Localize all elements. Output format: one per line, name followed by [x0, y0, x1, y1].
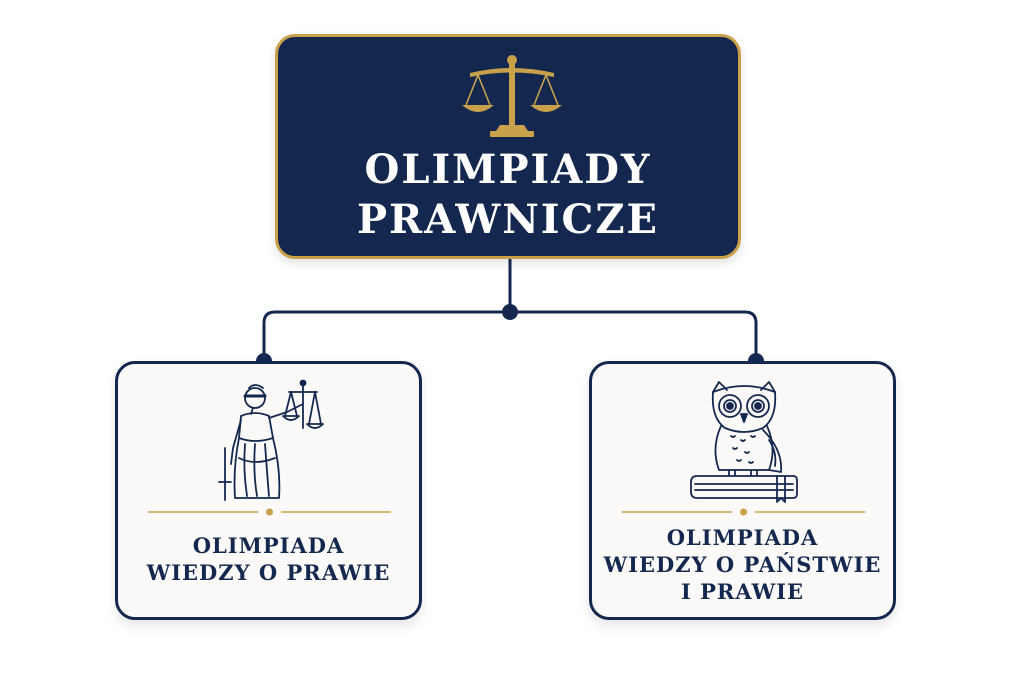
child-node-olimpiada-wiedzy-o-panstwie-i-prawie: OLIMPIADA WIEDZY O PAŃSTWIE I PRAWIE: [589, 361, 896, 620]
root-node: OLIMPIADY PRAWNICZE: [275, 34, 741, 259]
root-title-line-1: OLIMPIADY: [364, 146, 652, 193]
owl-on-book-icon: [690, 381, 798, 503]
junction-dot: [502, 304, 518, 320]
root-title: OLIMPIADY PRAWNICZE: [278, 145, 738, 245]
lady-justice-icon: [218, 379, 324, 501]
child-node-olimpiada-wiedzy-o-prawie: OLIMPIADA WIEDZY O PRAWIE: [115, 361, 422, 620]
connector-to-left-child: [262, 310, 510, 361]
child-title: OLIMPIADA WIEDZY O PAŃSTWIE I PRAWIE: [596, 524, 889, 605]
gold-divider: [148, 508, 391, 516]
connector-to-right-child: [510, 310, 758, 361]
root-title-line-2: PRAWNICZE: [356, 196, 660, 243]
child-title-line-3: I PRAWIE: [680, 579, 805, 604]
scales-of-justice-icon: [462, 55, 562, 137]
gold-divider: [622, 508, 865, 516]
child-title-line-1: OLIMPIADA: [192, 533, 345, 558]
child-title: OLIMPIADA WIEDZY O PRAWIE: [122, 532, 415, 586]
child-title-line-2: WIEDZY O PRAWIE: [146, 560, 391, 585]
child-title-line-2: WIEDZY O PAŃSTWIE: [603, 552, 882, 577]
child-title-line-1: OLIMPIADA: [666, 525, 819, 550]
